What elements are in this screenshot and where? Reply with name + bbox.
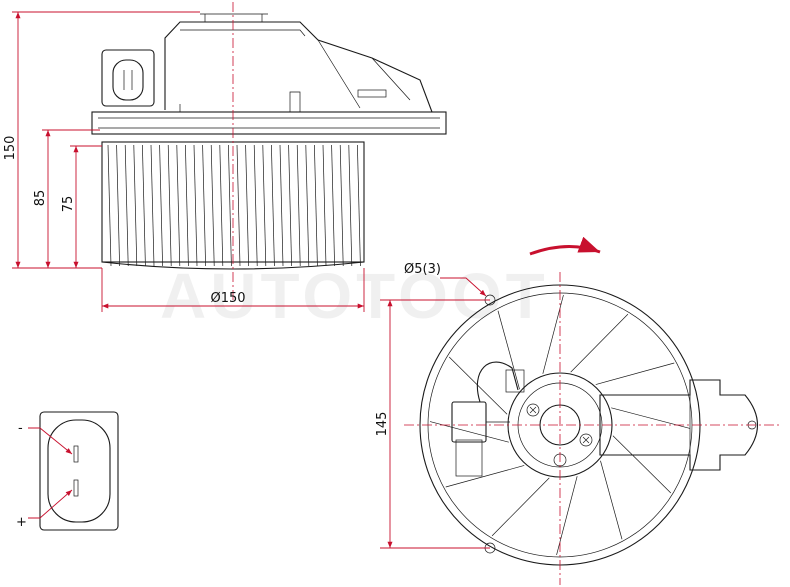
wheel-spoke xyxy=(595,362,675,385)
wheel-spoke xyxy=(556,476,578,556)
fan-blade xyxy=(245,144,249,267)
wheel-spoke xyxy=(445,465,525,488)
motor-housing xyxy=(164,21,433,113)
fan-blade xyxy=(167,144,172,267)
fan-blade xyxy=(228,144,232,267)
dim-hole-callout: Ø5(3) xyxy=(404,262,441,277)
fan-blade xyxy=(219,144,224,267)
fan-blade xyxy=(279,144,284,267)
fan-blade xyxy=(331,144,335,267)
fan-blade xyxy=(314,144,318,267)
wheel-spoke xyxy=(612,435,672,494)
dim-overall-height: 150 xyxy=(3,136,18,161)
fan-blade xyxy=(348,144,353,267)
minus-terminal-label: - xyxy=(18,421,23,436)
fan-blade xyxy=(202,144,206,267)
fan-blade xyxy=(133,144,138,267)
fan-blade xyxy=(339,144,344,267)
fan-blade xyxy=(296,144,301,267)
fan-blade xyxy=(271,144,275,267)
fan-blade xyxy=(150,144,155,267)
fan-blade xyxy=(210,144,215,267)
mounting-flange xyxy=(91,111,447,135)
watermark: AUTOTOOT xyxy=(160,260,549,332)
connector-pinout: - + xyxy=(16,411,119,531)
fan-blade xyxy=(236,144,241,267)
connector-body xyxy=(39,411,119,531)
rotation-arrow xyxy=(529,236,601,256)
fan-blade xyxy=(288,144,292,267)
dim-hole-spacing: 145 xyxy=(375,412,390,437)
plus-terminal-label: + xyxy=(16,515,27,530)
side-view: 150 85 75 Ø150 xyxy=(3,2,447,312)
fan-blade xyxy=(193,144,198,267)
fan-blade xyxy=(305,144,310,267)
fan-blade xyxy=(185,144,189,267)
wiring-connector xyxy=(451,361,525,477)
fan-blade xyxy=(262,144,267,267)
dim-body-height: 85 xyxy=(33,190,48,207)
wheel-spoke xyxy=(491,477,550,537)
terminal-housing xyxy=(599,379,758,471)
fan-blade xyxy=(107,144,112,267)
wheel-spoke xyxy=(448,356,508,415)
dim-wheel-height: 75 xyxy=(61,196,76,213)
wheel-spoke xyxy=(497,310,520,390)
dim-wheel-diameter: Ø150 xyxy=(210,291,245,306)
fan-blade xyxy=(124,144,129,267)
wheel-spoke xyxy=(570,313,629,373)
fan-blade xyxy=(357,144,361,267)
side-connector xyxy=(101,49,155,107)
wheel-spoke xyxy=(600,460,623,540)
fan-blade xyxy=(176,144,181,267)
fan-blade xyxy=(116,144,120,267)
fan-blade xyxy=(142,144,146,267)
fan-blade xyxy=(322,144,327,267)
fan-blade xyxy=(253,144,258,267)
fan-blade xyxy=(159,144,163,267)
bottom-view: Ø5(3) 145 xyxy=(375,236,780,585)
fan-wheel-side xyxy=(101,141,365,270)
